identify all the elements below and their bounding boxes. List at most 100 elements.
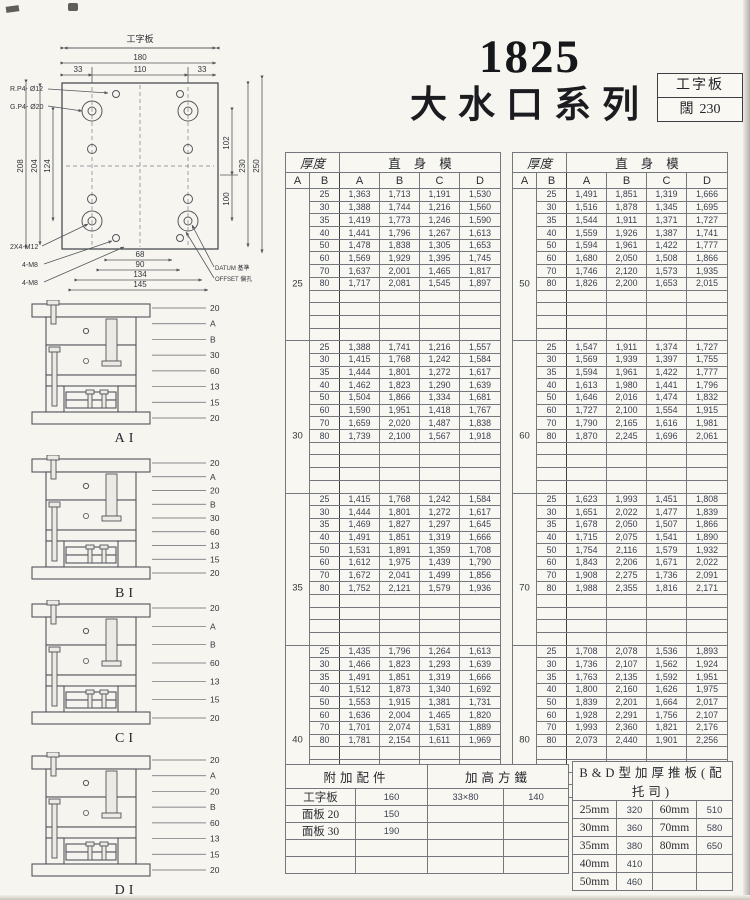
- cell: 1,590: [459, 213, 502, 228]
- cell: 1,796: [379, 226, 421, 240]
- thickness-b-value: 25: [535, 188, 568, 202]
- mold-plate: [31, 603, 151, 618]
- dim-124: 124: [43, 159, 52, 173]
- cell: 1,727: [566, 403, 608, 418]
- empty-cell: [686, 327, 729, 342]
- dim-label: 15: [210, 695, 220, 705]
- bolt: [101, 812, 122, 819]
- cell: 2,001: [379, 264, 421, 278]
- empty-cell: [606, 454, 648, 469]
- header-straight-mold: 直身模: [566, 152, 729, 173]
- header-col-a-0: A: [512, 172, 537, 189]
- table-row: [513, 454, 729, 469]
- empty-cell: [459, 441, 502, 456]
- empty-cell: [419, 467, 461, 481]
- cell: 1,419: [339, 213, 381, 228]
- callout-m8-b: 4-M8: [22, 280, 38, 287]
- cell: 1,744: [379, 200, 421, 215]
- bolt: [101, 515, 122, 522]
- bolt: [50, 459, 57, 480]
- empty-cell: [308, 479, 341, 494]
- dim-label: 20: [210, 865, 220, 875]
- cell: 1,469: [339, 517, 381, 532]
- cell: 1,808: [686, 492, 729, 507]
- thickness-b-value: 60: [308, 555, 341, 570]
- thickness-b-value: 80: [308, 733, 341, 748]
- empty-cell: [535, 746, 568, 760]
- header-accessories: 附加配件: [285, 764, 428, 789]
- bd-size: 60mm: [652, 800, 697, 819]
- dim-label: 20: [210, 786, 220, 796]
- accessory-name: 工字板: [285, 788, 356, 806]
- cell: 1,584: [459, 352, 502, 367]
- thickness-b-value: 35: [535, 213, 568, 228]
- cell: 2,291: [606, 708, 648, 722]
- header-col-d-5: D: [686, 172, 729, 189]
- cell: 1,569: [566, 352, 608, 367]
- bolt: [101, 360, 122, 367]
- empty-cell: [646, 467, 688, 481]
- thickness-b-value: 30: [535, 657, 568, 672]
- cell: 1,491: [339, 670, 381, 684]
- cell: 1,756: [646, 708, 688, 722]
- empty-cell: [646, 302, 688, 316]
- empty-cell: [566, 746, 608, 760]
- thickness-b-value: 60: [308, 403, 341, 418]
- cell: 1,626: [646, 682, 688, 697]
- cell: 1,451: [646, 492, 688, 507]
- empty-cell: [339, 314, 381, 329]
- table-row: [286, 606, 502, 621]
- cell: 1,816: [646, 581, 688, 595]
- thickness-b-value: 25: [308, 188, 341, 202]
- dim-68: 68: [136, 250, 145, 259]
- bolt: [101, 548, 107, 564]
- empty-cell: [535, 467, 568, 481]
- empty-cell: [459, 467, 502, 481]
- empty-cell: [459, 289, 502, 304]
- dim-204: 204: [30, 159, 39, 173]
- cell: 1,908: [566, 568, 608, 583]
- callout-offset: OFFSET 偏孔: [215, 275, 252, 283]
- cell: 1,340: [419, 682, 461, 697]
- dim-label: 20: [210, 458, 220, 468]
- bolt: [105, 473, 118, 517]
- accessory-value: 160: [355, 788, 428, 806]
- empty-cell: [535, 327, 568, 342]
- bd-size: 35mm: [572, 836, 617, 855]
- cell: 1,246: [419, 213, 461, 228]
- riser-value: 140: [503, 788, 569, 806]
- empty-cell: [339, 594, 381, 608]
- cell: 1,623: [566, 492, 608, 507]
- table-row: [286, 441, 502, 456]
- cell: 1,594: [566, 238, 608, 253]
- bd-value: [696, 872, 733, 891]
- empty-cell: [686, 454, 729, 469]
- empty-cell: [686, 289, 729, 304]
- bolt: [105, 318, 118, 362]
- empty-cell: [606, 594, 648, 608]
- thickness-a-value: 35: [292, 582, 303, 594]
- cell: 1,843: [566, 555, 608, 570]
- cell: 1,708: [459, 543, 502, 557]
- cell: 1,507: [646, 517, 688, 532]
- cell: 1,851: [606, 188, 648, 202]
- accessory-name: [285, 856, 356, 874]
- plate-drawing: 工字板 180 33 110 33 208 204 124 102 100 23…: [8, 26, 280, 294]
- thickness-b-value: 70: [308, 264, 341, 278]
- empty-cell: [535, 314, 568, 329]
- bd-value: 360: [616, 818, 653, 837]
- mold-plate: [31, 303, 151, 318]
- header-bd-plate: B&D型加厚推板(配托司): [572, 761, 733, 801]
- cell: 1,319: [419, 670, 461, 684]
